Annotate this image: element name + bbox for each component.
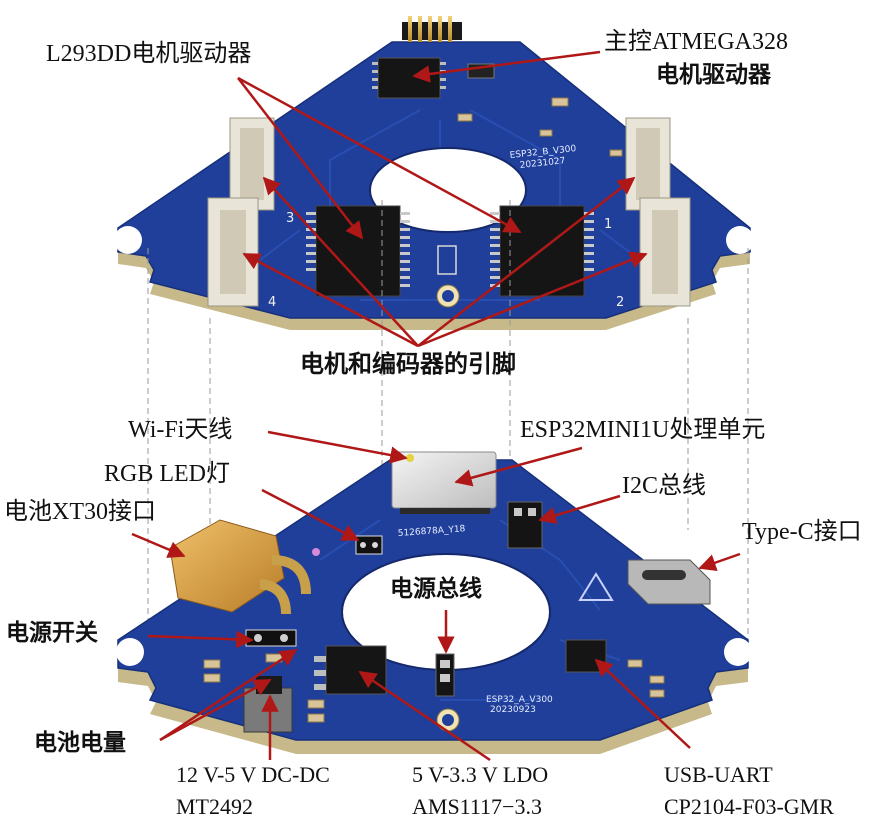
label-esp32: ESP32MINI1U处理单元 — [520, 417, 766, 443]
label-motor-pins: 电机和编码器的引脚 — [300, 350, 516, 378]
label-rgb: RGB LED灯 — [104, 461, 230, 487]
motor-connector-1 — [625, 117, 671, 211]
arrow-pins-4 — [242, 252, 419, 348]
port-number-3: 3 — [286, 211, 294, 226]
label-power-bus: 电源总线 — [390, 576, 482, 602]
motor-connector-3 — [229, 117, 275, 211]
label-power-switch: 电源开关 — [6, 620, 98, 646]
arrow-atmega — [412, 50, 601, 83]
atmega328-chip — [377, 57, 441, 99]
annotation-arrows — [131, 50, 741, 762]
bottom-board: 5126878A_Y18 — [116, 451, 752, 754]
arrow-battery-1 — [159, 678, 272, 742]
label-xt30: 电池XT30接口 — [4, 499, 156, 525]
arrow-battery-2 — [159, 648, 298, 742]
label-uart-line1: USB-UART — [664, 762, 773, 787]
arrow-pins-3 — [262, 176, 419, 347]
arrow-l293dd-right — [237, 76, 522, 234]
arrow-typec — [698, 552, 741, 572]
usb-uart-chip — [565, 639, 607, 673]
arrow-pins-2 — [417, 251, 648, 348]
label-mcu-line1: 主控ATMEGA328 — [604, 29, 788, 55]
arrow-l293dd-left — [237, 77, 364, 240]
port-number-4: 4 — [268, 295, 276, 310]
xt30-connector — [169, 519, 320, 615]
top-pin-header — [402, 16, 462, 42]
type-c-port — [627, 559, 711, 605]
port-number-1: 1 — [604, 217, 612, 232]
label-dcdc-line2: MT2492 — [176, 794, 253, 819]
label-battery-level: 电池电量 — [34, 730, 126, 756]
label-i2c: I2C总线 — [622, 473, 706, 499]
esp32-module — [391, 451, 497, 514]
arrow-wifi — [267, 430, 408, 464]
arrow-ldo — [358, 670, 491, 762]
arrow-power-switch — [147, 630, 254, 649]
label-l293dd: L293DD电机驱动器 — [46, 41, 252, 67]
arrow-i2c — [538, 494, 621, 524]
arrow-esp32 — [454, 446, 583, 487]
power-bus-header — [435, 653, 455, 697]
power-switch — [245, 629, 297, 647]
dcdc-inductor — [243, 687, 293, 733]
port-number-2: 2 — [616, 295, 624, 310]
label-dcdc-line1: 12 V-5 V DC-DC — [176, 762, 330, 787]
top-board-date: 20231027 — [519, 156, 566, 171]
arrow-xt30 — [131, 532, 186, 558]
label-uart-line2: CP2104-F03-GMR — [664, 794, 834, 819]
arrow-uart — [594, 658, 691, 749]
label-ldo-line1: 5 V-3.3 V LDO — [412, 762, 549, 787]
bottom-board-date: 20230923 — [490, 705, 536, 715]
motor-connector-4 — [207, 197, 259, 307]
arrow-pins-1 — [417, 176, 636, 347]
bottom-board-name: ESP32_A_V300 — [486, 695, 553, 705]
rgb-led — [355, 535, 383, 555]
module-code: 5126878A_Y18 — [398, 524, 466, 539]
motor-connector-2 — [639, 197, 691, 307]
label-typec: Type-C接口 — [742, 519, 862, 545]
label-ldo-line2: AMS1117−3.3 — [412, 794, 542, 819]
label-mcu-line2: 电机驱动器 — [656, 62, 771, 88]
label-wifi: Wi-Fi天线 — [128, 417, 233, 443]
top-center-hole — [369, 147, 527, 233]
arrow-rgb — [261, 488, 360, 542]
l293dd-chip-left — [306, 205, 410, 297]
i2c-header — [507, 501, 543, 549]
